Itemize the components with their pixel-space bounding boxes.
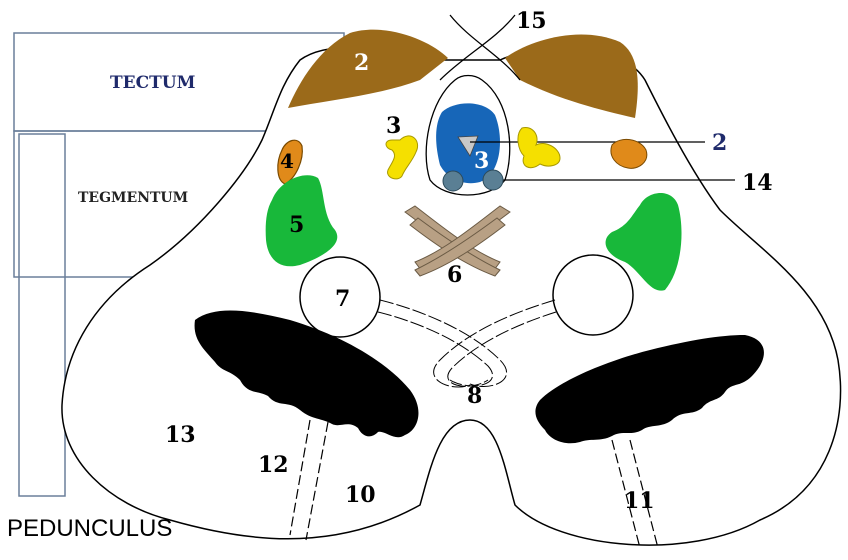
nucleus-7-right xyxy=(553,255,633,335)
pedunculus-bar xyxy=(19,134,65,496)
label-6: 6 xyxy=(447,262,462,288)
label-14: 14 xyxy=(742,170,773,196)
label-3-left: 3 xyxy=(386,113,401,139)
label-7: 7 xyxy=(335,286,350,312)
label-4: 4 xyxy=(280,149,294,173)
nucleus-14-left xyxy=(443,171,463,191)
label-pedunculus: PEDUNCULUS xyxy=(7,515,172,542)
label-2-pointer: 2 xyxy=(712,130,727,156)
label-tectum: TECTUM xyxy=(110,73,196,93)
label-12: 12 xyxy=(258,452,289,478)
label-tegmentum: TEGMENTUM xyxy=(78,190,188,206)
label-10: 10 xyxy=(345,482,376,508)
label-5: 5 xyxy=(289,212,304,238)
label-15: 15 xyxy=(516,8,547,34)
label-13: 13 xyxy=(165,422,196,448)
label-2-tectum: 2 xyxy=(354,50,369,76)
label-8: 8 xyxy=(467,383,482,409)
label-11: 11 xyxy=(624,488,655,514)
label-3-center: 3 xyxy=(474,148,489,174)
